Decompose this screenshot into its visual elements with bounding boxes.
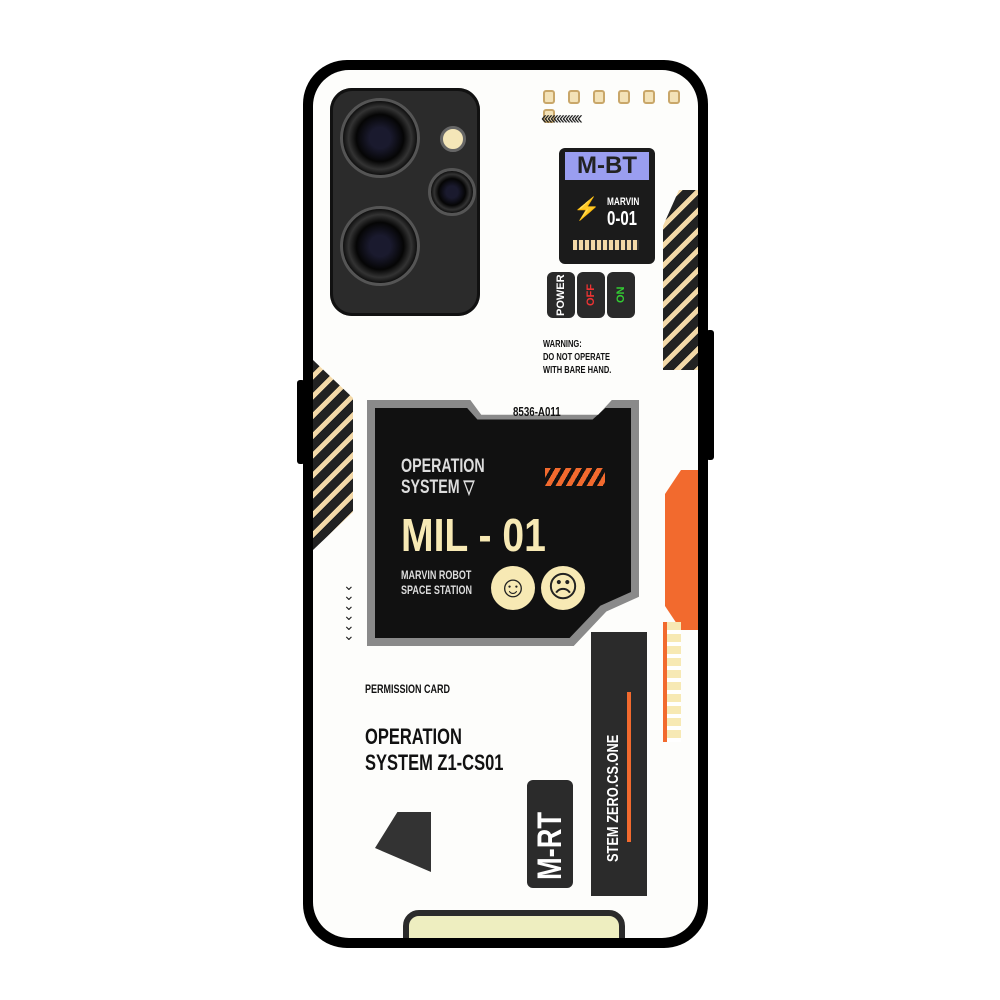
station-line: SPACE STATION xyxy=(401,583,473,597)
hazard-stripes-right xyxy=(663,190,698,370)
warning-line: WITH BARE HAND. xyxy=(543,365,612,376)
vertical-text: STEM ZERO.CS.ONE xyxy=(605,734,622,862)
m-rt-label: M-RT xyxy=(531,812,569,880)
m-bt-panel: M-BT ⚡ MARVIN 0-01 xyxy=(559,148,655,264)
power-switch: POWER xyxy=(547,272,575,318)
smiley-face-icon: ☺ xyxy=(491,566,535,610)
permission-card: PERMISSION CARD OPERATION SYSTEM Z1-CS01 xyxy=(365,682,550,776)
side-button[interactable] xyxy=(297,380,305,464)
vertical-panel: STEM ZERO.CS.ONE xyxy=(591,632,647,896)
sad-face-icon: ☹ xyxy=(541,566,585,610)
led-column xyxy=(663,622,681,742)
camera-lens-main xyxy=(340,98,420,178)
system-label: OPERATION SYSTEM ▽ xyxy=(401,456,485,498)
geometric-shape xyxy=(375,812,431,872)
brand-label: MARVIN xyxy=(607,196,640,208)
main-screen: OPERATION SYSTEM ▽ MIL - 01 MARVIN ROBOT… xyxy=(367,400,639,646)
station-label: MARVIN ROBOT SPACE STATION xyxy=(401,568,472,598)
m-bt-badge: M-BT xyxy=(565,152,649,180)
triangle-icon: ▽ xyxy=(463,477,475,498)
permission-line: OPERATION xyxy=(365,724,462,749)
flash-icon xyxy=(440,126,466,152)
volume-button[interactable] xyxy=(706,330,714,460)
orange-hex-frame xyxy=(665,470,698,630)
orange-bar xyxy=(627,692,631,842)
battery-bar xyxy=(573,240,639,250)
camera-lens-secondary xyxy=(340,206,420,286)
warning-line: WARNING: xyxy=(543,339,582,350)
camera-module xyxy=(330,88,480,316)
warning-text: WARNING: DO NOT OPERATE WITH BARE HAND. xyxy=(543,338,634,377)
orange-stripes xyxy=(545,468,605,486)
m-rt-badge: M-RT xyxy=(527,780,573,888)
off-switch: OFF xyxy=(577,272,605,318)
bottom-tab xyxy=(403,910,625,938)
screen-code: 8536-A011 xyxy=(513,404,561,419)
chevron-strip-icon: ‹‹‹‹‹‹‹‹‹‹‹‹‹ xyxy=(541,108,583,128)
on-switch: ON xyxy=(607,272,635,318)
station-line: MARVIN ROBOT xyxy=(401,568,472,582)
system-line: SYSTEM xyxy=(401,477,460,498)
bolt-shield-icon: ⚡ xyxy=(573,196,601,221)
system-line: OPERATION xyxy=(401,456,485,477)
camera-lens-small xyxy=(428,168,476,216)
chevrons-down-icon: ⌄⌄⌄⌄⌄⌄ xyxy=(343,577,355,643)
indicator-dots xyxy=(543,90,698,128)
permission-label: PERMISSION CARD xyxy=(365,682,451,696)
permission-line: SYSTEM Z1-CS01 xyxy=(365,750,504,775)
model-label: 0-01 xyxy=(607,208,638,230)
hazard-stripes-left xyxy=(313,360,353,550)
warning-line: DO NOT OPERATE xyxy=(543,352,610,363)
case-back: ‹‹‹‹‹‹‹‹‹‹‹‹‹ M-BT ⚡ MARVIN 0-01 POWER O… xyxy=(313,70,698,938)
screen-title: MIL - 01 xyxy=(401,509,546,561)
